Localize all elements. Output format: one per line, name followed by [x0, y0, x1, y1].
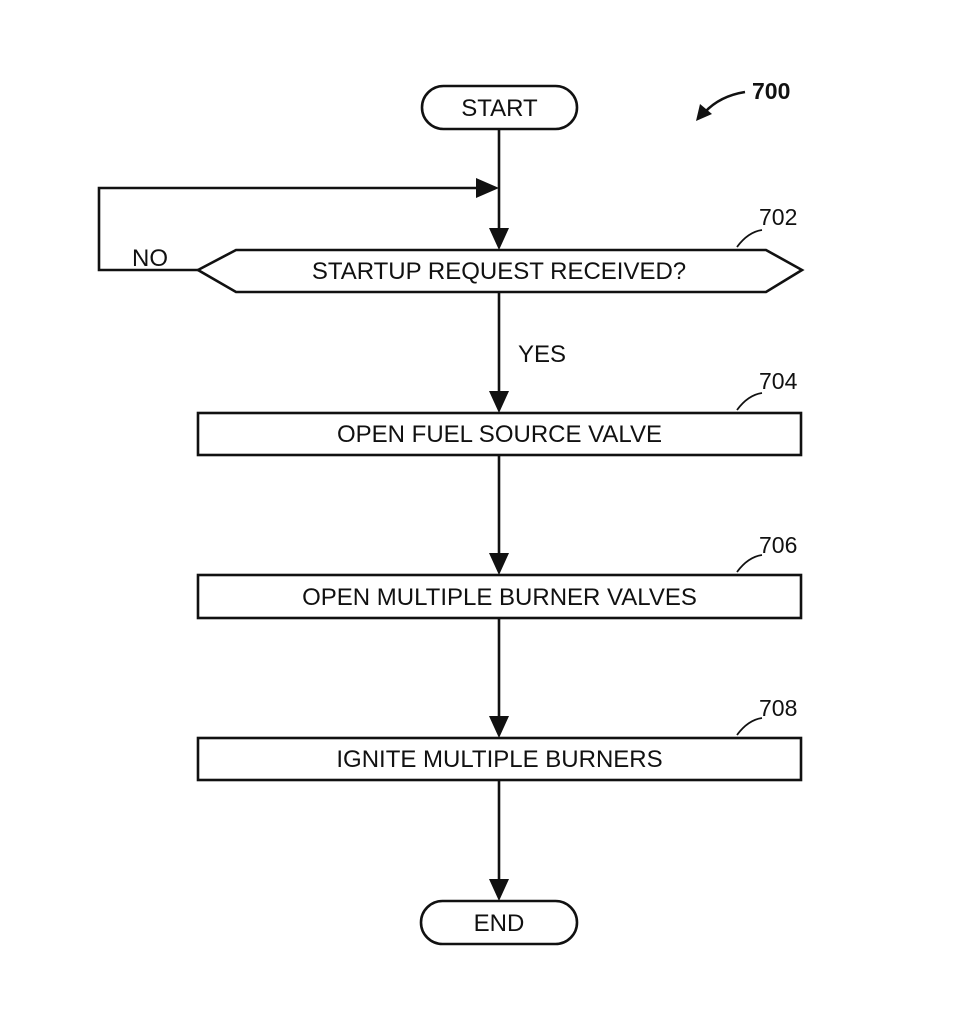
- process-box-708: [196, 736, 803, 782]
- arrowhead-no-loop: [476, 178, 499, 198]
- process-label-704: OPEN FUEL SOURCE VALVE: [337, 421, 662, 448]
- decision-label: STARTUP REQUEST RECEIVED?: [312, 258, 686, 285]
- figure-reference: 700: [696, 78, 790, 121]
- start-label: START: [461, 95, 538, 122]
- connector-no-loop: [97, 186, 482, 272]
- process-ref-number-704: 704: [759, 368, 798, 394]
- decision-startup-request: STARTUP REQUEST RECEIVED? 702: [195, 204, 805, 294]
- end-terminal: END: [419, 899, 579, 946]
- process-ref-number-706: 706: [759, 532, 797, 558]
- decision-ref-leader: [736, 229, 763, 248]
- end-label: END: [474, 910, 525, 937]
- arrowhead-into-step1: [489, 391, 509, 413]
- process-ref-leader-706: [736, 554, 763, 573]
- start-terminal: START: [420, 84, 579, 131]
- no-branch-label: NO: [132, 245, 168, 272]
- arrowhead-into-step2: [489, 553, 509, 575]
- process-box-704: [196, 411, 803, 457]
- figure-pointer-curve: [704, 90, 746, 113]
- process-ref-leader-708: [736, 717, 763, 736]
- process-label-708: IGNITE MULTIPLE BURNERS: [336, 746, 662, 773]
- process-ref-leader-704: [736, 392, 763, 411]
- end-terminal-shape: [419, 899, 579, 946]
- decision-shape: [195, 248, 805, 294]
- process-box-706: [196, 573, 803, 620]
- arrowhead-into-end: [489, 879, 509, 901]
- process-ignite-multiple-burners: IGNITE MULTIPLE BURNERS 708: [196, 695, 803, 782]
- process-open-multiple-burner-valves: OPEN MULTIPLE BURNER VALVES 706: [196, 532, 803, 620]
- decision-ref-number: 702: [759, 204, 797, 230]
- process-open-fuel-source-valve: OPEN FUEL SOURCE VALVE 704: [196, 368, 803, 457]
- figure-pointer-arrowhead: [696, 104, 712, 121]
- figure-number: 700: [752, 78, 790, 104]
- arrowhead-into-step3: [489, 716, 509, 738]
- yes-branch-label: YES: [518, 341, 566, 368]
- process-ref-number-708: 708: [759, 695, 797, 721]
- process-label-706: OPEN MULTIPLE BURNER VALVES: [302, 584, 697, 611]
- arrowhead-into-decision: [489, 228, 509, 250]
